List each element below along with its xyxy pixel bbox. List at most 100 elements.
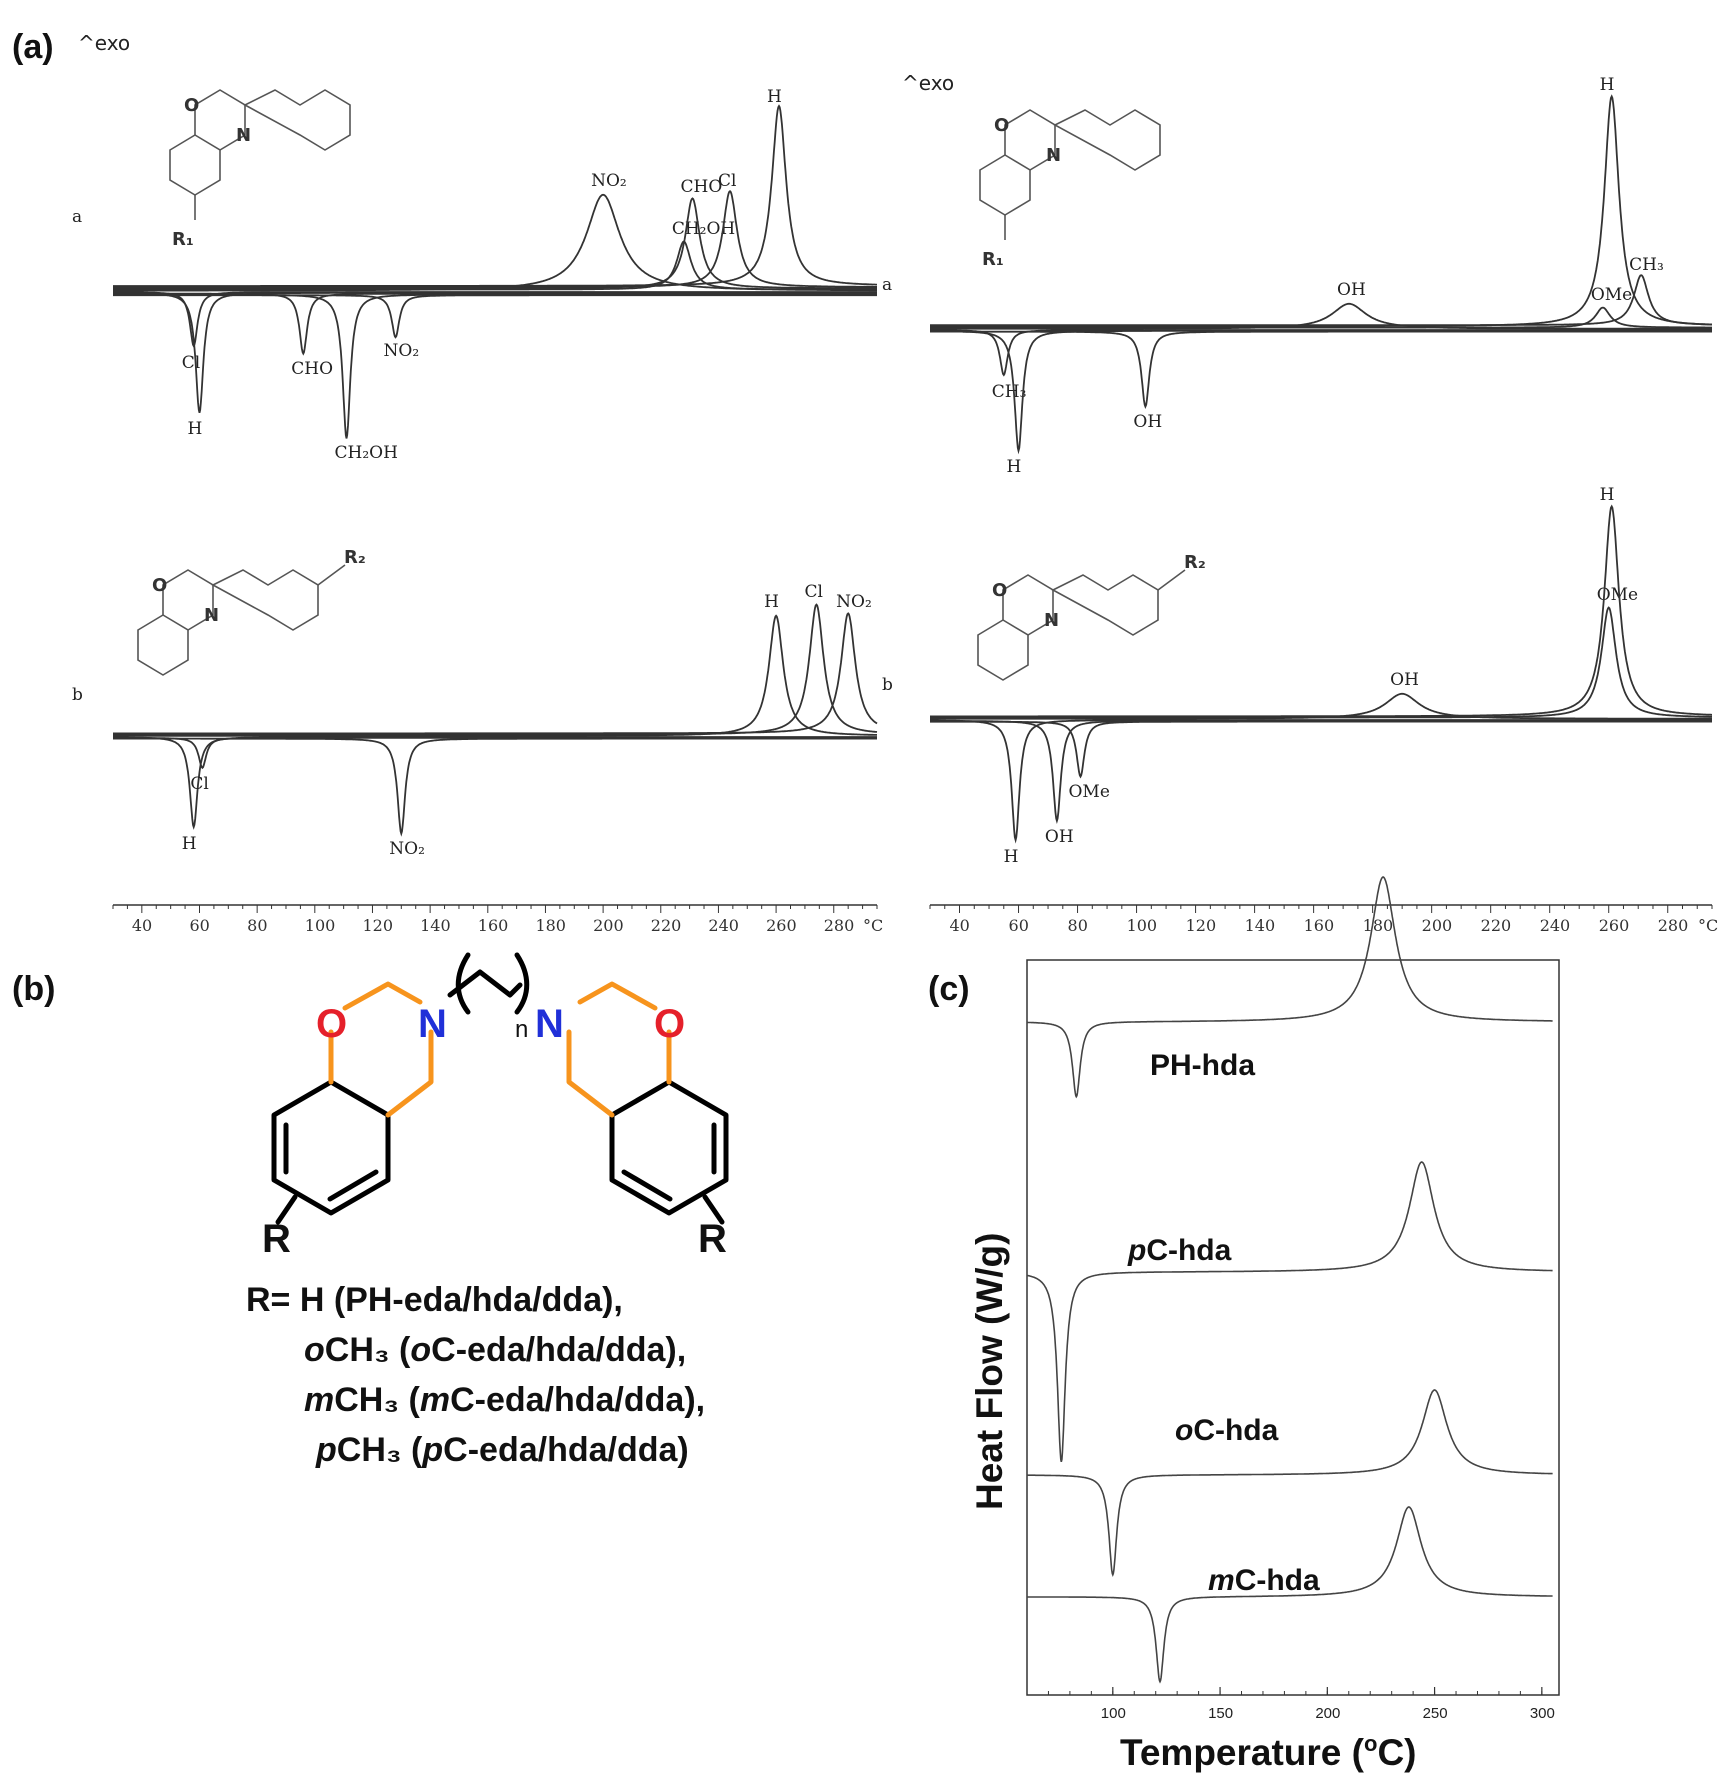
axis-tick-label: 280 (1658, 916, 1689, 935)
exotherm-trace-Cl (113, 189, 877, 289)
endotherm-trace-OH (930, 719, 1712, 825)
axis-tick-label: 140 (1245, 916, 1276, 935)
panel-label-b: (b) (12, 970, 55, 1008)
endotherm-trace-NO₂ (113, 737, 877, 837)
exotherm-trace-CH₂OH (113, 240, 877, 291)
left-benzene-ring (271, 1079, 391, 1216)
benzoxazine-structure-icon-b-right: O N R₂ (977, 552, 1206, 681)
struct-n: N (204, 605, 219, 626)
axis-tick-label: 200 (593, 916, 624, 935)
axis-tick-label: 40 (132, 916, 152, 935)
benzoxazine-structure-icon-a-left: O N R₁ (169, 89, 351, 250)
exotherm-label-CH₂OH: CH₂OH (672, 219, 735, 239)
endotherm-trace-H (930, 329, 1712, 455)
r-definition-line-1: R= H (PH-eda/hda/dda), (246, 1281, 623, 1319)
struct-r1: R₁ (982, 249, 1004, 270)
endotherm-label-CHO: CHO (291, 359, 333, 379)
exotherm-trace-Cl (113, 603, 878, 736)
exotherm-label-OH: OH (1390, 670, 1419, 690)
axis-tick-label: 60 (1009, 916, 1029, 935)
right-benzene-inner-bonds (621, 1122, 717, 1202)
axis-tick-label: 240 (708, 916, 739, 935)
series-trace-mC-hda (1027, 1506, 1553, 1684)
bis-benzoxazine-structure: O N N O n R R (262, 952, 729, 1261)
exotherm-label-NO₂: NO₂ (836, 592, 872, 612)
chart-c-ylabel: Heat Flow (W/g) (969, 1233, 1010, 1510)
exotherm-trace-NO₂ (113, 193, 877, 292)
c-axis-tick-label: 100 (1101, 1705, 1126, 1722)
exotherm-label-CHO: CHO (680, 177, 722, 197)
left-nch2-bond (385, 1029, 434, 1118)
axis-unit-label: °C (863, 916, 883, 935)
series-trace-oC-hda (1027, 1389, 1553, 1578)
right-r-group: R (698, 1217, 727, 1261)
panel-label-a: (a) (12, 28, 54, 66)
exotherm-trace-OH (930, 302, 1712, 330)
exotherm-label-H: H (767, 87, 782, 107)
exotherm-label-H: H (1600, 485, 1615, 505)
alkyl-bridge-bond (447, 969, 523, 998)
axis-tick-label: 160 (478, 916, 509, 935)
endotherm-trace-OH (930, 330, 1712, 409)
axis-tick-label: 260 (1599, 916, 1630, 935)
axis-tick-label: 100 (1127, 916, 1158, 935)
panel-label-c: (c) (928, 970, 970, 1008)
endotherm-trace-OMe (930, 720, 1712, 779)
right-nch2-bond (566, 1029, 615, 1118)
exotherm-trace-NO₂ (113, 612, 878, 735)
axis-tick-label: 80 (247, 916, 267, 935)
endotherm-label-OH: OH (1133, 412, 1162, 432)
endotherm-label-NO₂: NO₂ (384, 341, 420, 361)
exotherm-trace-H (113, 104, 877, 287)
struct-r2: R₂ (1184, 552, 1206, 573)
endotherm-label-Cl: Cl (190, 774, 208, 794)
struct-n: N (1046, 145, 1061, 166)
axis-tick-label: 40 (950, 916, 970, 935)
chart-c-xlabel: Temperature (oC) (1120, 1731, 1417, 1773)
struct-n: N (236, 125, 251, 146)
axis-tick-label: 180 (535, 916, 566, 935)
c-axis-tick-label: 150 (1208, 1705, 1233, 1722)
endotherm-label-H: H (182, 834, 197, 854)
right-r-bond (702, 1194, 725, 1225)
axis-tick-label: 80 (1068, 916, 1088, 935)
axis-tick-label: 140 (420, 916, 451, 935)
bridge-paren-left (455, 952, 471, 1015)
bridge-paren-right (514, 952, 530, 1015)
axis-tick-label: 220 (1481, 916, 1512, 935)
struct-o: O (992, 580, 1007, 601)
benzoxazine-structure-icon-b-left: O N R₂ (137, 547, 366, 676)
exotherm-trace-OMe (930, 606, 1712, 719)
endotherm-label-CH₂OH: CH₂OH (335, 443, 398, 463)
exotherm-trace-CHO (113, 197, 877, 290)
exotherm-label-Cl: Cl (718, 171, 736, 191)
struct-o: O (994, 115, 1009, 136)
axis-tick-label: 160 (1304, 916, 1335, 935)
benzoxazine-structure-icon-a-right: O N R₁ (979, 109, 1161, 270)
left-nitrogen-atom: N (418, 1002, 447, 1046)
exotherm-label-Cl: Cl (804, 582, 822, 602)
struct-n: N (1044, 610, 1059, 631)
r-definition-line-2: oCH₃ (oC-eda/hda/dda), (304, 1331, 686, 1369)
endotherm-label-NO₂: NO₂ (389, 839, 425, 859)
exotherm-label-CH₃: CH₃ (1629, 255, 1664, 275)
c-axis-tick-label: 250 (1423, 1705, 1448, 1722)
endotherm-label-Cl: Cl (182, 353, 200, 373)
series-label-mC-hda: mC-hda (1208, 1564, 1320, 1597)
exotherm-label-H: H (1600, 75, 1615, 95)
struct-o: O (184, 95, 199, 116)
exotherm-trace-H (930, 504, 1712, 718)
endotherm-label-H: H (1007, 457, 1022, 477)
endotherm-trace-CH₃ (930, 329, 1712, 377)
endotherm-trace-NO₂ (113, 294, 877, 339)
series-trace-PH-hda (1027, 876, 1553, 1099)
c-axis-tick-label: 200 (1315, 1705, 1340, 1722)
right-och2n-bond (577, 981, 658, 1011)
exotherm-trace-H (113, 614, 877, 737)
exotherm-label-OMe: OMe (1591, 285, 1632, 305)
axis-tick-label: 60 (189, 916, 209, 935)
c-axis-tick-label: 300 (1530, 1705, 1555, 1722)
